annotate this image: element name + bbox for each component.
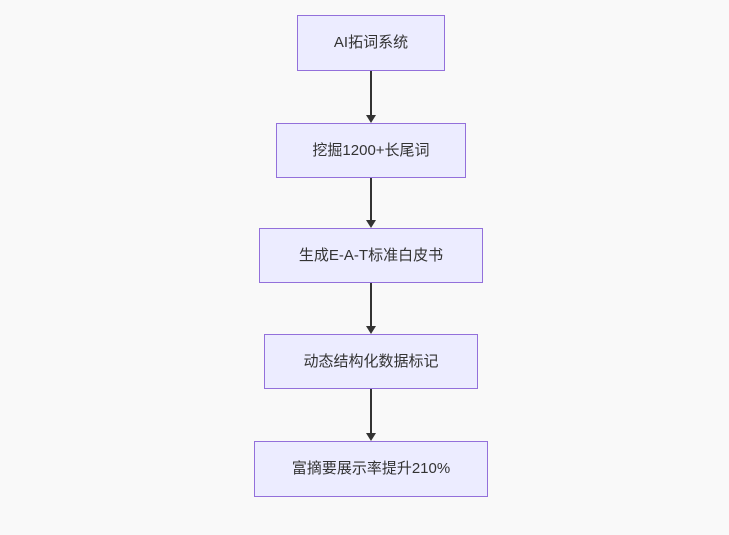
flow-node-label: 富摘要展示率提升210%	[291, 460, 451, 477]
flow-arrow-down-3	[366, 283, 376, 334]
flow-node-generate-eat-whitepaper: 生成E-A-T标准白皮书	[259, 228, 483, 283]
flow-node-label: 动态结构化数据标记	[303, 352, 439, 370]
flow-node-label: AI拓词系统	[333, 34, 409, 51]
flow-arrow-down-2	[366, 178, 376, 228]
flow-node-rich-snippet-rate-increase: 富摘要展示率提升210%	[254, 441, 488, 497]
flow-node-mine-longtail-keywords: 挖掘1200+长尾词	[276, 123, 466, 178]
flow-node-ai-word-expansion-system: AI拓词系统	[297, 15, 445, 71]
flow-node-label: 生成E-A-T标准白皮书	[298, 246, 444, 264]
flow-arrow-down-1	[366, 71, 376, 123]
flow-node-dynamic-structured-data-markup: 动态结构化数据标记	[264, 334, 478, 389]
flow-node-label: 挖掘1200+长尾词	[312, 141, 430, 159]
flow-arrow-down-4	[366, 389, 376, 441]
